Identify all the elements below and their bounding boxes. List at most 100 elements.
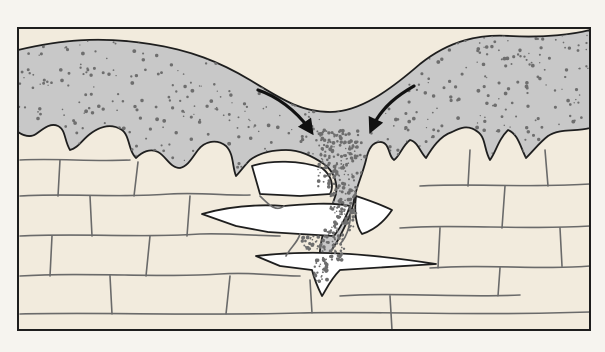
sediment-grain: [328, 155, 331, 158]
sediment-grain: [528, 53, 529, 54]
sediment-grain: [337, 236, 341, 240]
sediment-grain: [276, 126, 280, 130]
sediment-grain: [247, 126, 249, 128]
sediment-grain: [344, 204, 347, 207]
sediment-grain: [511, 102, 514, 105]
sediment-grain: [94, 50, 96, 52]
sediment-grain: [408, 100, 411, 103]
sediment-grain: [32, 87, 35, 90]
sediment-grain: [319, 119, 320, 120]
sediment-grain: [88, 107, 91, 110]
sediment-grain: [519, 50, 521, 52]
sediment-grain: [485, 45, 489, 49]
sediment-grain: [169, 99, 171, 101]
sediment-grain: [537, 138, 540, 141]
sediment-grain: [361, 159, 362, 160]
sediment-grain: [113, 41, 115, 43]
sediment-grain: [23, 77, 24, 78]
sediment-grain: [524, 139, 526, 141]
sediment-grain: [535, 119, 537, 121]
sediment-grain: [348, 184, 350, 186]
sediment-grain: [345, 193, 347, 195]
sediment-grain: [157, 73, 160, 76]
sediment-grain: [190, 116, 193, 119]
sediment-grain: [115, 75, 116, 76]
sediment-grain: [264, 148, 266, 150]
sediment-grain: [388, 107, 391, 110]
sediment-grain: [511, 63, 513, 65]
sediment-grain: [569, 103, 572, 106]
sediment-grain: [238, 116, 240, 118]
sediment-grain: [270, 141, 273, 144]
sediment-grain: [66, 48, 69, 51]
sediment-grain: [312, 235, 314, 237]
sediment-grain: [312, 128, 315, 131]
sediment-grain: [315, 273, 316, 274]
sediment-grain: [454, 85, 457, 88]
sediment-grain: [334, 227, 336, 229]
sediment-grain: [507, 87, 510, 90]
sediment-grain: [432, 94, 435, 97]
sediment-grain: [564, 76, 566, 78]
sediment-grain: [416, 89, 418, 91]
sediment-grain: [575, 99, 576, 100]
sediment-grain: [330, 145, 333, 148]
sediment-grain: [328, 162, 331, 165]
sediment-grain: [321, 278, 323, 280]
sediment-grain: [334, 238, 336, 240]
sediment-grain: [39, 113, 42, 116]
sediment-grain: [320, 264, 322, 266]
sediment-grain: [341, 233, 344, 236]
sediment-grain: [575, 88, 578, 91]
sediment-grain: [577, 49, 580, 52]
sediment-grain: [29, 72, 31, 74]
sediment-grain: [339, 243, 342, 246]
sediment-grain: [325, 235, 328, 238]
sediment-grain: [322, 149, 324, 151]
sediment-grain: [318, 175, 320, 177]
sediment-grain: [160, 71, 163, 74]
sediment-grain: [318, 279, 320, 281]
sediment-grain: [171, 106, 174, 109]
sediment-grain: [305, 136, 307, 138]
sediment-grain: [353, 179, 355, 181]
sediment-grain: [213, 83, 216, 86]
sediment-grain: [322, 259, 325, 262]
sediment-grain: [347, 198, 351, 202]
sediment-grain: [354, 156, 357, 159]
sediment-grain: [491, 36, 493, 38]
sediment-grain: [194, 105, 196, 107]
sediment-grain: [340, 160, 342, 162]
sediment-grain: [317, 235, 321, 239]
sediment-grain: [461, 73, 464, 76]
sediment-grain: [339, 190, 341, 192]
sediment-grain: [347, 132, 351, 136]
sediment-grain: [84, 109, 88, 113]
sediment-grain: [357, 154, 358, 155]
sediment-grain: [145, 138, 147, 140]
sediment-grain: [135, 108, 138, 111]
sediment-grain: [432, 112, 434, 114]
sediment-grain: [396, 149, 399, 152]
sediment-grain: [505, 109, 507, 111]
sediment-grain: [27, 68, 30, 71]
sediment-grain: [161, 144, 163, 146]
sediment-grain: [484, 116, 486, 118]
sediment-grain: [519, 55, 521, 57]
sediment-grain: [341, 129, 345, 133]
sediment-grain: [133, 105, 136, 108]
sediment-grain: [554, 89, 556, 91]
sediment-grain: [352, 190, 354, 192]
sediment-grain: [431, 135, 434, 138]
sediment-grain: [162, 126, 164, 128]
sediment-grain: [321, 250, 323, 252]
sediment-grain: [333, 146, 335, 148]
sediment-grain: [340, 252, 343, 255]
sediment-grain: [308, 242, 311, 245]
sediment-grain: [354, 190, 356, 192]
sediment-grain: [39, 55, 40, 56]
sediment-grain: [304, 113, 307, 116]
sediment-grain: [476, 49, 479, 52]
sediment-grain: [335, 242, 338, 245]
sediment-grain: [587, 68, 588, 69]
